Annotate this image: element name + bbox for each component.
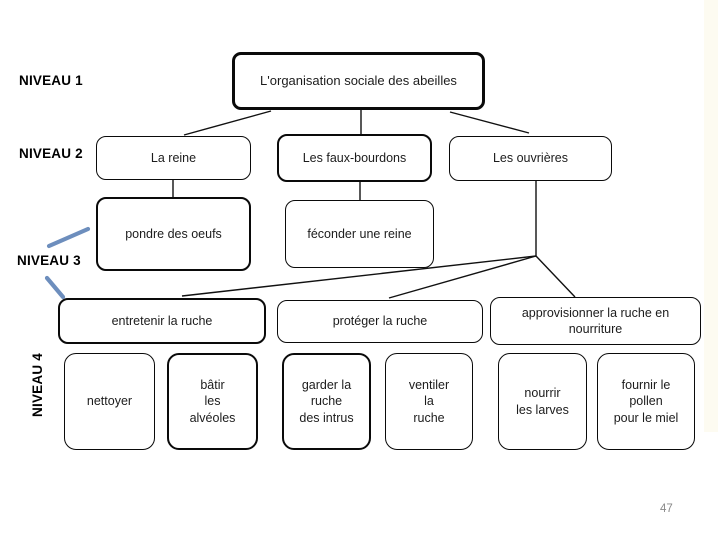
- node-queen: La reine: [96, 136, 251, 180]
- annotation-stroke-upper: [46, 226, 91, 249]
- node-task-clean: nettoyer: [64, 353, 155, 450]
- node-task-supply-hive: approvisionner la ruche en nourriture: [490, 297, 701, 345]
- connector-workers-to-maintain: [181, 255, 537, 297]
- connector-workers-to-protect: [388, 255, 537, 299]
- node-drones: Les faux-bourdons: [277, 134, 432, 182]
- node-task-lay-eggs: pondre des oeufs: [96, 197, 251, 271]
- level-2-label: NIVEAU 2: [19, 146, 83, 161]
- level-1-label: NIVEAU 1: [19, 73, 83, 88]
- page-number: 47: [660, 503, 673, 515]
- node-task-ventilate-hive: ventiler la ruche: [385, 353, 473, 450]
- node-workers: Les ouvrières: [449, 136, 612, 181]
- node-task-build-cells: bâtir les alvéoles: [167, 353, 258, 450]
- page-edge-strip: [704, 0, 718, 432]
- connector-root-to-workers: [449, 111, 530, 134]
- node-task-feed-larvae: nourrir les larves: [498, 353, 587, 450]
- level-3-label: NIVEAU 3: [17, 253, 81, 268]
- node-task-guard-hive: garder la ruche des intrus: [282, 353, 371, 450]
- annotation-stroke-lower: [44, 275, 66, 300]
- connector-root-to-queen: [183, 110, 272, 136]
- connector-workers-to-supply: [535, 255, 576, 298]
- level-4-label: NIVEAU 4: [30, 353, 45, 417]
- node-task-maintain-hive: entretenir la ruche: [58, 298, 266, 344]
- node-task-provide-pollen: fournir le pollen pour le miel: [597, 353, 695, 450]
- node-task-protect-hive: protéger la ruche: [277, 300, 483, 343]
- node-task-fertilize-queen: féconder une reine: [285, 200, 434, 268]
- node-root: L'organisation sociale des abeilles: [232, 52, 485, 110]
